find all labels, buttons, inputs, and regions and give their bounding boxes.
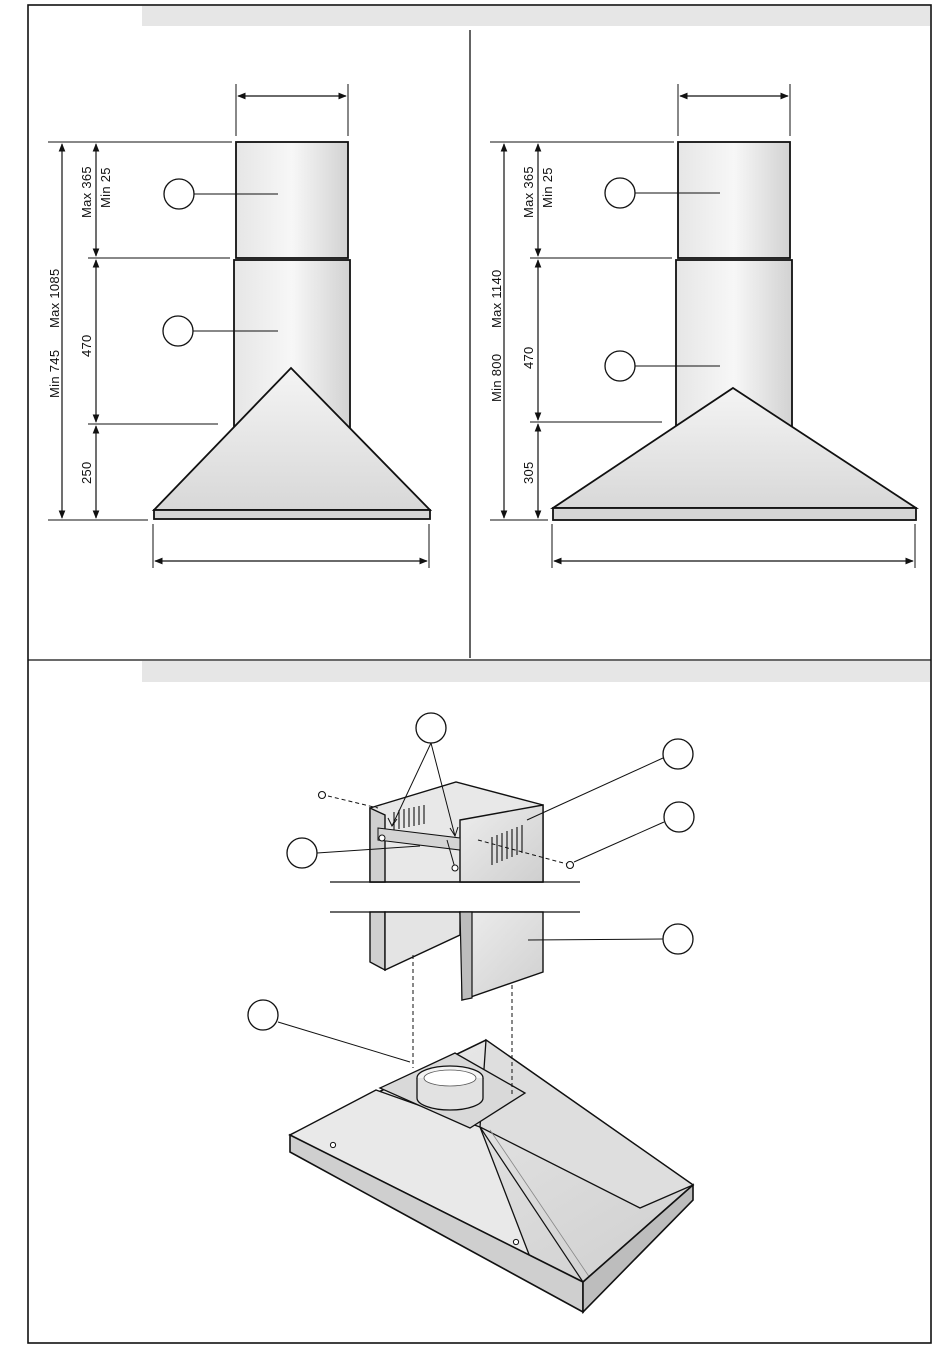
top-header-band <box>142 6 930 26</box>
right-callout-lower <box>605 351 635 381</box>
left-middle-label: 470 <box>79 334 94 357</box>
right-middle-label: 470 <box>521 346 536 369</box>
assembly-callout-top <box>416 713 446 743</box>
right-min-total-label: Min 800 <box>489 354 504 402</box>
left-max-total-label: Max 1085 <box>47 269 62 329</box>
assembly-callout-hood <box>248 1000 278 1030</box>
chimney-assembly-perspective <box>319 782 581 1095</box>
left-min-total-label: Min 745 <box>47 350 62 398</box>
right-callout-upper <box>605 178 635 208</box>
right-min-top-label: Min 25 <box>540 167 555 208</box>
left-hood-diagram: Min 745 Max 1085 Max 365 Min 25 470 250 <box>47 84 430 568</box>
assembly-callout-lower-right <box>663 924 693 954</box>
left-callout-lower <box>163 316 193 346</box>
right-max-top-label: Max 365 <box>521 166 536 218</box>
left-max-top-label: Max 365 <box>79 166 94 218</box>
right-bottom-label: 305 <box>521 461 536 484</box>
bottom-header-band <box>142 661 930 682</box>
right-hood-canopy <box>553 388 916 508</box>
assembly-callout-upper-right <box>663 739 693 769</box>
assembly-callout-screw <box>664 802 694 832</box>
right-upper-chimney <box>678 142 790 258</box>
left-hood-canopy <box>154 368 430 510</box>
left-hood-base <box>154 510 430 519</box>
assembly-diagram <box>248 713 694 1312</box>
left-callout-upper <box>164 179 194 209</box>
right-hood-base <box>553 508 916 520</box>
hood-body-perspective <box>290 1040 693 1312</box>
assembly-callout-bracket <box>287 838 317 868</box>
right-max-total-label: Max 1140 <box>489 269 504 328</box>
left-upper-chimney <box>236 142 348 258</box>
left-bottom-label: 250 <box>79 461 94 484</box>
right-hood-diagram: Min 800 Max 1140 Max 365 Min 25 470 305 <box>489 84 916 568</box>
left-min-top-label: Min 25 <box>98 167 113 208</box>
